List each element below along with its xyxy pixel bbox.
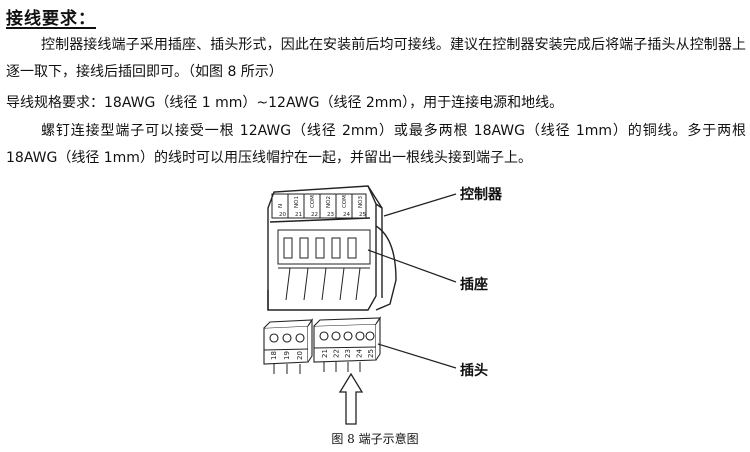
paragraph-wire-spec: 导线规格要求：18AWG（线径 1 mm）~12AWG（线径 2mm），用于连接… bbox=[6, 95, 564, 111]
label-plug: 插头 bbox=[460, 363, 488, 379]
controller-terminal-tag: NO2 bbox=[326, 196, 332, 208]
label-controller: 控制器 bbox=[460, 187, 502, 203]
controller-terminal-number: 24 bbox=[343, 212, 350, 218]
terminal-diagram: N 20 NO1 21 COM 22 NO2 23 COM 24 NO3 25 bbox=[263, 185, 457, 425]
controller-terminal-number: 22 bbox=[311, 212, 318, 218]
terminal-figure: N 20 NO1 21 COM 22 NO2 23 COM 24 NO3 25 bbox=[250, 178, 540, 430]
controller-terminal-tag: NO1 bbox=[294, 196, 300, 208]
label-socket: 插座 bbox=[460, 277, 488, 293]
plug-left bbox=[263, 318, 314, 365]
plug-terminal-number: 20 bbox=[296, 351, 304, 360]
plug-terminal-number: 25 bbox=[367, 349, 375, 358]
plug-pins bbox=[273, 362, 361, 374]
paragraph-screw-terminal: 螺钉连接型端子可以接受一根 12AWG（线径 2mm）或最多两根 18AWG（线… bbox=[6, 123, 746, 166]
controller-body bbox=[267, 185, 397, 311]
plug-terminal-number: 24 bbox=[356, 349, 364, 358]
plug-terminal-number: 21 bbox=[321, 349, 329, 358]
controller-terminal-tag: COM bbox=[310, 195, 316, 208]
insert-direction-arrow bbox=[338, 372, 364, 425]
controller-terminal-strip bbox=[271, 193, 367, 219]
socket-slots bbox=[277, 229, 371, 301]
controller-terminal-number: 25 bbox=[359, 212, 366, 218]
figure-caption: 图 8 端子示意图 bbox=[331, 432, 419, 446]
controller-terminal-tag: N bbox=[278, 204, 284, 208]
plug-terminal-number: 22 bbox=[333, 349, 341, 358]
plug-terminal-number: 23 bbox=[344, 349, 352, 358]
controller-terminal-number: 23 bbox=[327, 212, 334, 218]
plug-terminal-number: 18 bbox=[270, 351, 278, 360]
plug-terminal-number: 19 bbox=[283, 351, 291, 360]
controller-terminal-tag: NO3 bbox=[358, 196, 364, 208]
paragraph-install: 控制器接线端子采用插座、插头形式，因此在安装前后均可接线。建议在控制器安装完成后… bbox=[6, 37, 746, 80]
plug-right bbox=[313, 316, 382, 363]
section-heading: 接线要求： bbox=[6, 9, 96, 29]
controller-terminal-tag: COM bbox=[342, 195, 348, 208]
controller-terminal-number: 21 bbox=[295, 212, 302, 218]
controller-terminal-number: 20 bbox=[279, 212, 286, 218]
leader-lines bbox=[367, 193, 457, 369]
